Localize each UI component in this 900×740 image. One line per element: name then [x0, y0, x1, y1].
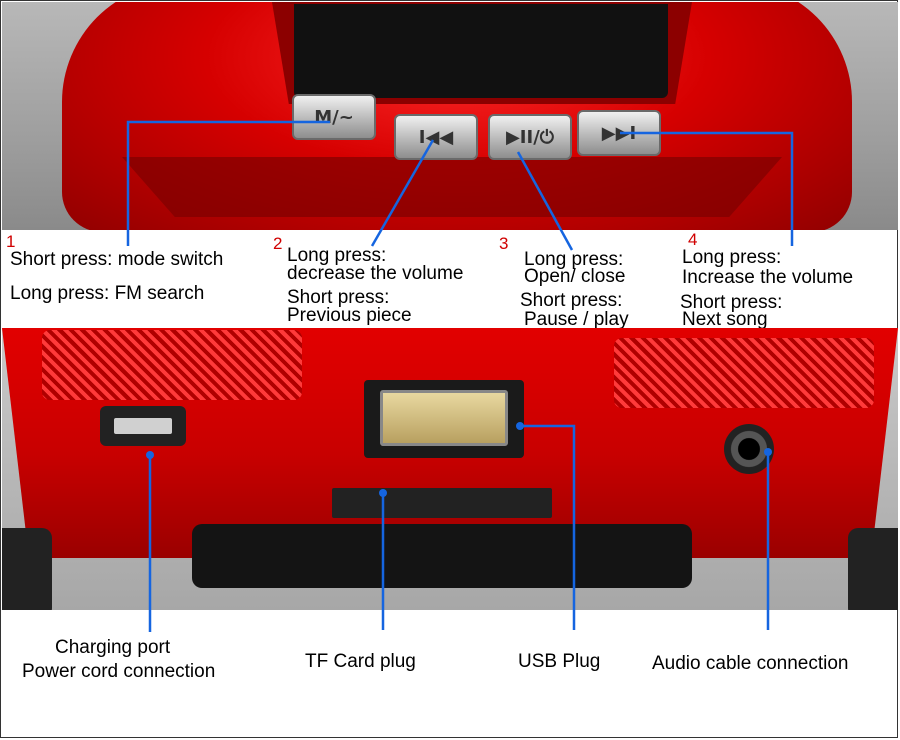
label-2-short-press: Short press: [287, 287, 390, 308]
previous-icon: I◀◀ [418, 126, 454, 148]
label-3-short-press: Short press: [520, 290, 623, 311]
right-wheel [848, 528, 898, 610]
label-usb-plug: USB Plug [518, 651, 601, 672]
label-4-short-press: Short press: [680, 292, 783, 313]
label-power-cord: Power cord connection [22, 661, 216, 682]
audio-jack [724, 424, 774, 474]
callout-number-1: 1 [6, 232, 16, 251]
next-button[interactable]: ▶▶I [577, 110, 661, 156]
callout-number-2: 2 [273, 234, 283, 253]
tf-card-slot [332, 488, 552, 518]
charging-port [100, 406, 186, 446]
label-charging-port: Charging port [55, 637, 171, 658]
label-long-press-fm: Long press: FM search [10, 283, 205, 304]
bottom-vent-slot [192, 524, 692, 588]
label-2-long-press: Long press: [287, 245, 387, 266]
label-3-open-close: Open/ close [524, 266, 626, 287]
right-grille [614, 338, 874, 408]
left-grille [42, 330, 302, 400]
label-3-pause-play: Pause / play [524, 309, 629, 330]
label-4-long-press: Long press: [682, 247, 782, 268]
speaker-back-photo [2, 328, 898, 610]
previous-button[interactable]: I◀◀ [394, 114, 478, 160]
label-2-decrease-volume: decrease the volume [287, 263, 464, 284]
label-audio-cable: Audio cable connection [652, 653, 849, 674]
front-grille-strip [122, 157, 782, 217]
label-tf-card: TF Card plug [305, 651, 416, 672]
callout-number-3: 3 [499, 234, 509, 253]
usb-port-contacts [380, 390, 508, 446]
left-wheel [2, 528, 52, 610]
label-3-long-press: Long press: [524, 249, 624, 270]
usb-port [364, 380, 524, 458]
play-pause-icon: ▶II/⏻ [505, 126, 555, 148]
display-screen [294, 4, 668, 98]
play-pause-button[interactable]: ▶II/⏻ [488, 114, 572, 160]
label-2-previous-piece: Previous piece [287, 305, 412, 326]
charging-port-pins [114, 418, 172, 434]
label-4-next-song: Next song [682, 309, 768, 330]
next-icon: ▶▶I [601, 122, 637, 144]
mode-icon: M/~ [314, 106, 354, 128]
label-4-increase-volume: Increase the volume [682, 267, 854, 288]
label-short-press-mode: Short press: mode switch [10, 249, 224, 270]
mode-button[interactable]: M/~ [292, 94, 376, 140]
speaker-front-photo: M/~ I◀◀ ▶II/⏻ ▶▶I [2, 2, 898, 230]
